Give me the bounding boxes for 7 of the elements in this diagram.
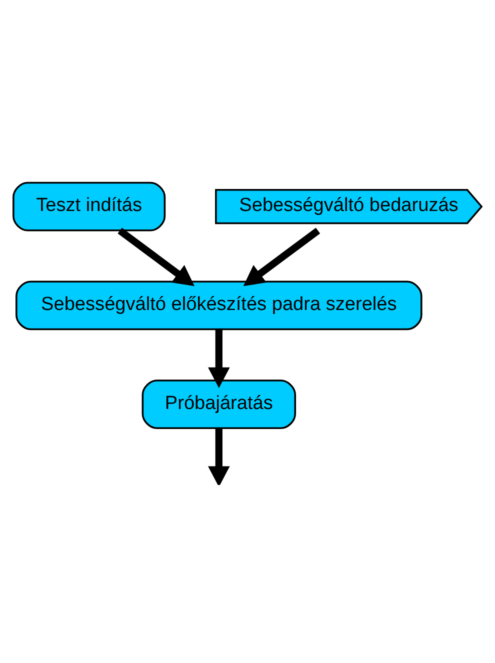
node-box: Próbajáratás [142, 380, 296, 430]
arrow [208, 330, 230, 388]
node-box: Sebességváltó előkészítés padra szerelés [16, 280, 422, 330]
arrow [243, 228, 320, 286]
arrow [208, 428, 230, 485]
arrow [118, 228, 195, 286]
node-box: Teszt indítás [12, 182, 166, 232]
